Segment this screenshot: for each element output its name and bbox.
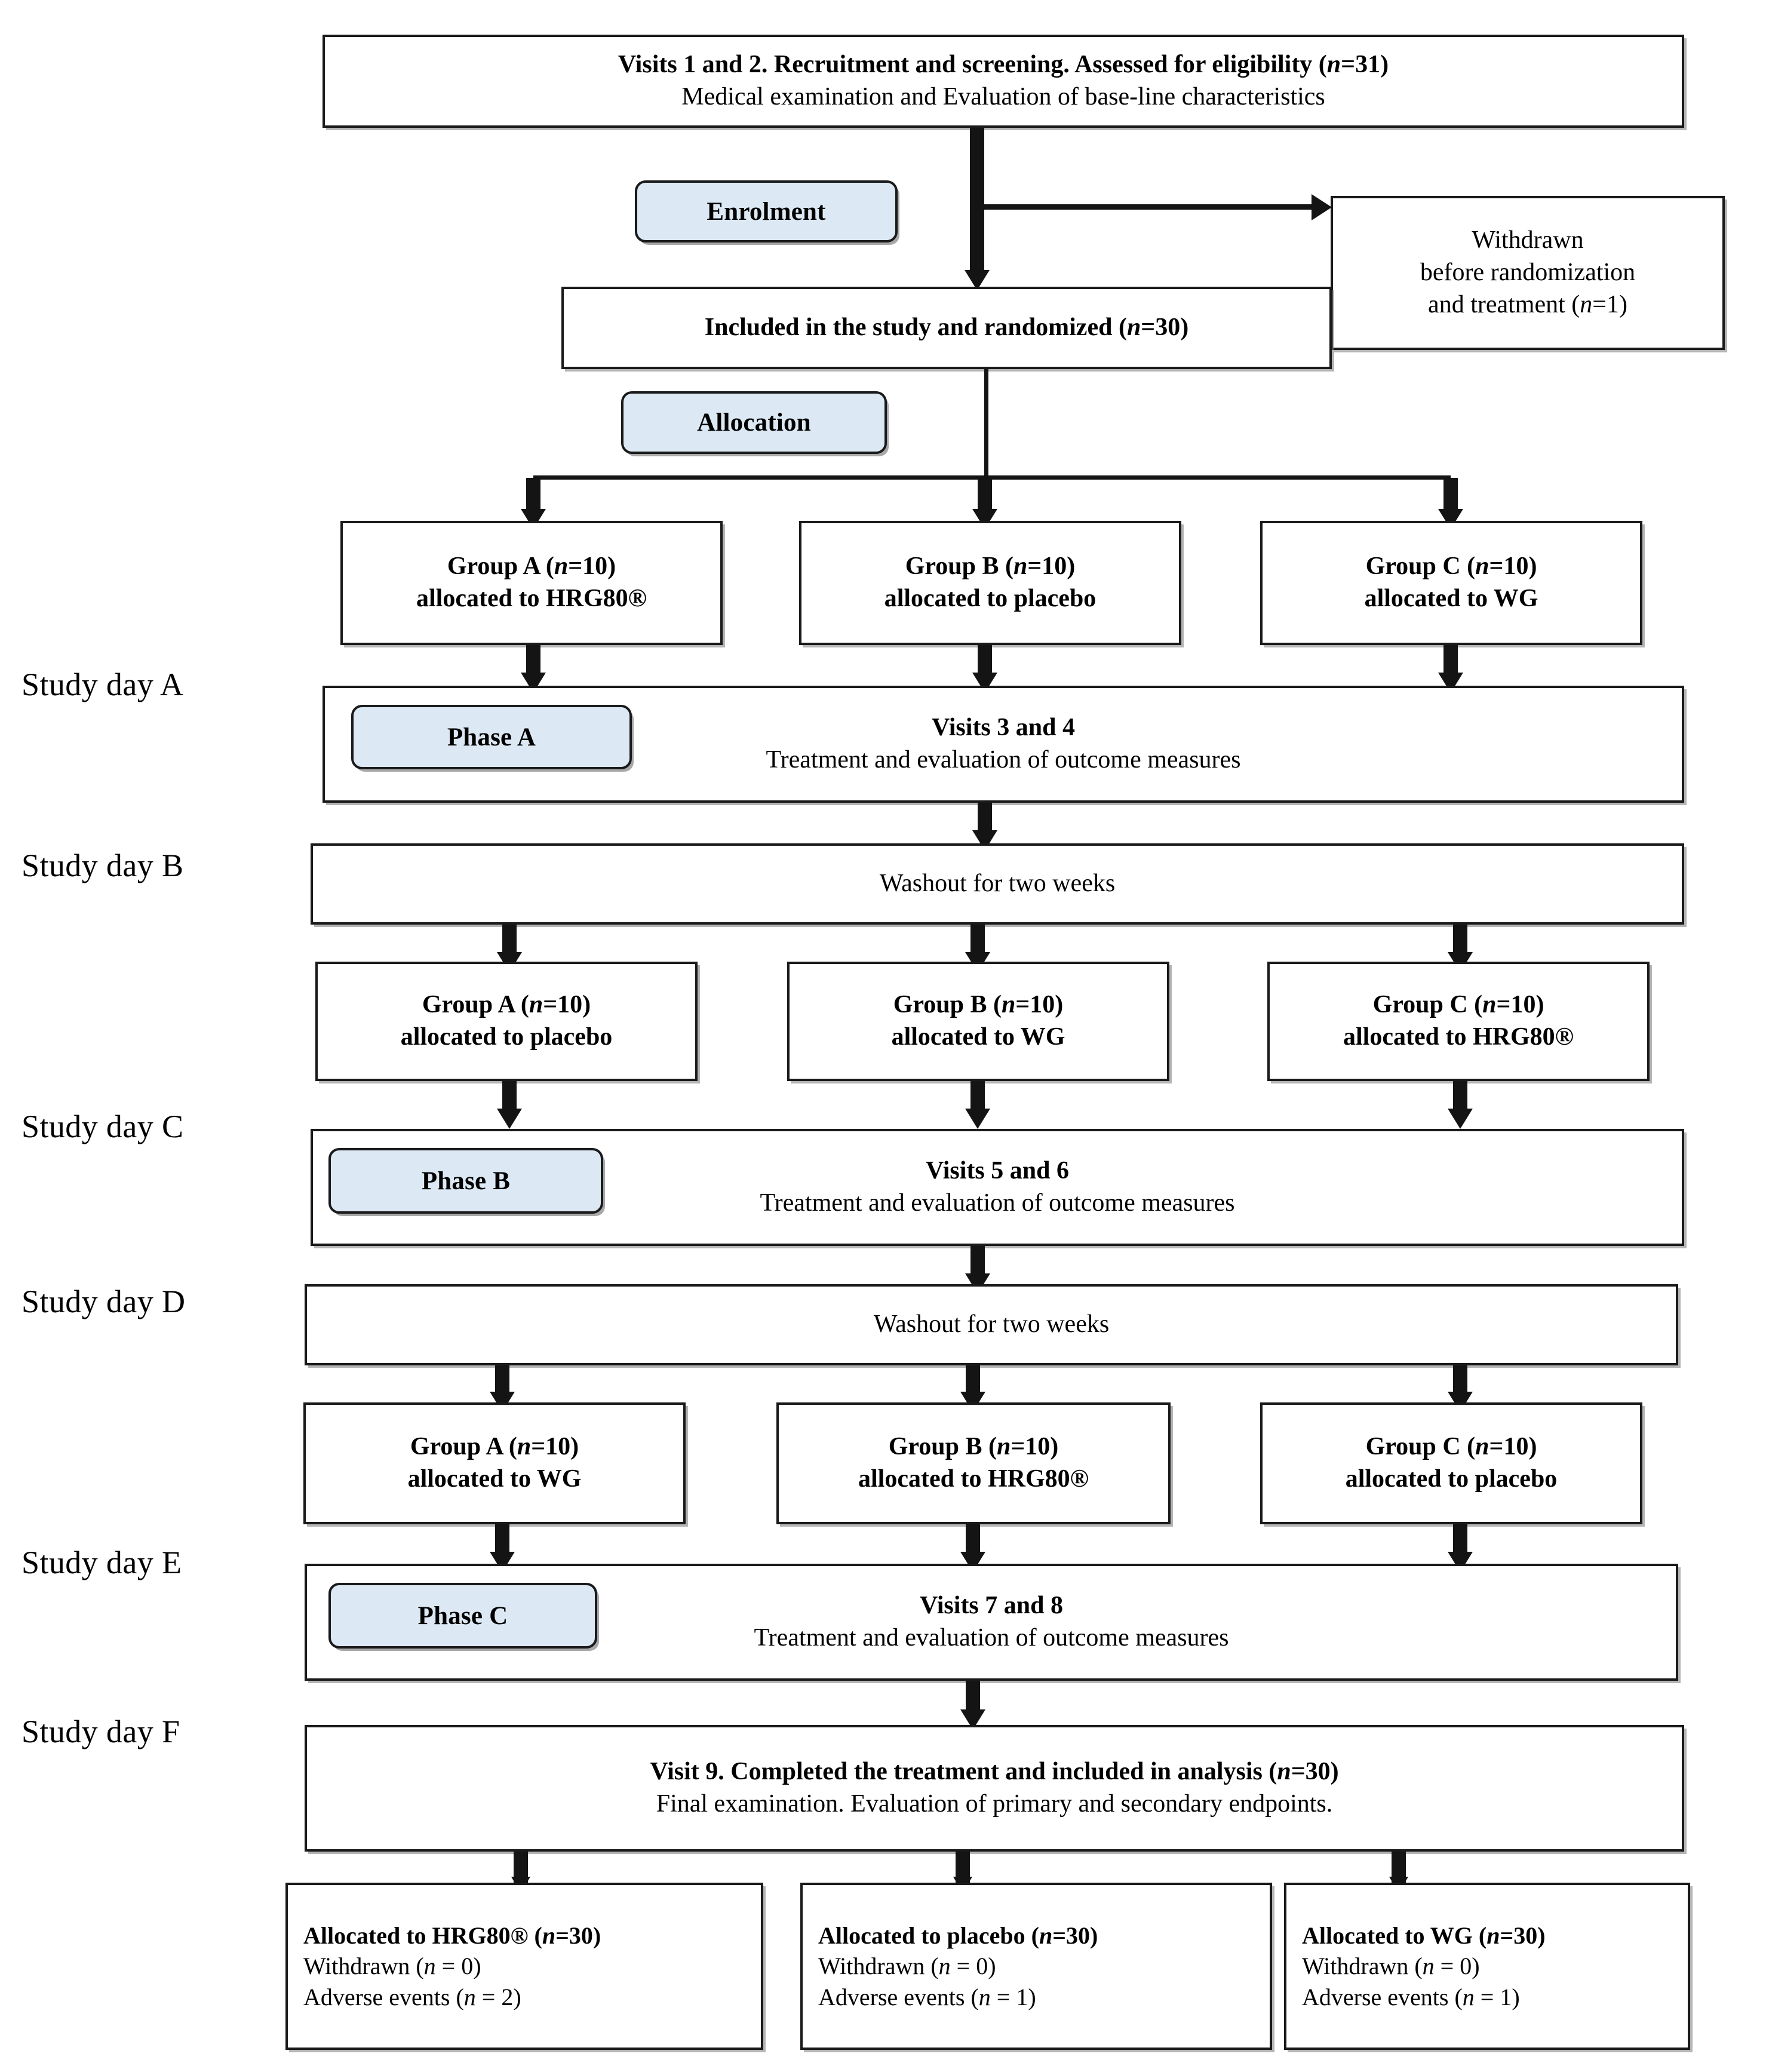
arrow-row2-a-head [497, 1109, 522, 1129]
phase-c-desc: Treatment and evaluation of outcome meas… [754, 1624, 1229, 1652]
group-title: Group A (n=10) [447, 552, 616, 581]
group-box-row1-a: Group A (n=10) allocated to HRG80® [340, 521, 723, 645]
day-label-f: Study day F [22, 1714, 180, 1749]
arrow-row2-b-head [965, 1109, 990, 1129]
outcome-adverse: Adverse events (n = 2) [303, 1983, 521, 2010]
randomized-box: Included in the study and randomized (n=… [561, 287, 1332, 369]
final-visit-line-1: Visit 9. Completed the treatment and inc… [650, 1758, 1339, 1786]
day-label-e: Study day E [22, 1545, 182, 1580]
outcome-title: Allocated to placebo (n=30) [818, 1922, 1098, 1950]
withdrawn-line-3: and treatment (n=1) [1428, 290, 1627, 318]
allocation-split-bus [533, 475, 1451, 480]
group-assignment: allocated to placebo [400, 1023, 613, 1051]
group-box-row3-c: Group C (n=10) allocated to placebo [1260, 1402, 1642, 1524]
screening-line-2: Medical examination and Evaluation of ba… [681, 83, 1325, 110]
outcome-title: Allocated to WG (n=30) [1302, 1922, 1546, 1950]
group-assignment: allocated to WG [891, 1023, 1065, 1051]
group-assignment: allocated to placebo [884, 585, 1097, 612]
final-visit-box: Visit 9. Completed the treatment and inc… [305, 1725, 1684, 1852]
outcome-box-hrg80: Allocated to HRG80® (n=30) Withdrawn (n … [285, 1883, 763, 2050]
screening-box: Visits 1 and 2. Recruitment and screenin… [323, 35, 1684, 128]
badge-phase-c: Phase C [328, 1583, 597, 1649]
arrow-alloc-a-shaft [526, 478, 540, 514]
group-box-row1-b: Group B (n=10) allocated to placebo [799, 521, 1181, 645]
group-title: Group C (n=10) [1365, 552, 1537, 581]
washout-1-text: Washout for two weeks [879, 870, 1116, 898]
group-assignment: allocated to WG [1364, 585, 1538, 612]
group-assignment: allocated to WG [407, 1465, 582, 1493]
arrow-head-to-withdrawn [1312, 194, 1332, 220]
day-label-b: Study day B [22, 848, 184, 883]
group-title: Group B (n=10) [888, 1433, 1059, 1461]
group-assignment: allocated to placebo [1345, 1465, 1558, 1493]
group-title: Group A (n=10) [422, 991, 591, 1019]
badge-phase-b: Phase B [328, 1148, 603, 1214]
group-box-row2-b: Group B (n=10) allocated to WG [787, 962, 1169, 1081]
badge-enrolment: Enrolment [635, 180, 898, 242]
phase-b-desc: Treatment and evaluation of outcome meas… [760, 1189, 1235, 1217]
randomized-text: Included in the study and randomized (n=… [704, 314, 1189, 342]
arrow-row2-c-head [1448, 1109, 1473, 1129]
phase-c-visits: Visits 7 and 8 [919, 1592, 1063, 1620]
screening-line-1: Visits 1 and 2. Recruitment and screenin… [618, 51, 1389, 79]
group-box-row2-c: Group C (n=10) allocated to HRG80® [1267, 962, 1650, 1081]
phase-a-desc: Treatment and evaluation of outcome meas… [766, 746, 1241, 773]
day-label-a: Study day A [22, 667, 184, 702]
group-assignment: allocated to HRG80® [1343, 1023, 1574, 1051]
group-title: Group B (n=10) [893, 991, 1064, 1019]
day-label-c: Study day C [22, 1109, 184, 1144]
outcome-adverse: Adverse events (n = 1) [1302, 1983, 1520, 2010]
outcome-adverse: Adverse events (n = 1) [818, 1983, 1036, 2010]
group-title: Group C (n=10) [1365, 1433, 1537, 1461]
group-assignment: allocated to HRG80® [858, 1465, 1089, 1493]
group-assignment: allocated to HRG80® [416, 585, 647, 612]
withdrawn-box: Withdrawn before randomization and treat… [1331, 196, 1725, 350]
outcome-title: Allocated to HRG80® (n=30) [303, 1922, 601, 1950]
outcome-withdrawn: Withdrawn (n = 0) [1302, 1953, 1480, 1980]
connector-to-withdrawn [984, 204, 1325, 210]
group-title: Group A (n=10) [410, 1433, 579, 1461]
arrow-screening-to-randomized-shaft [970, 128, 984, 278]
washout-2-row: Washout for two weeks [305, 1284, 1678, 1365]
phase-b-visits: Visits 5 and 6 [925, 1157, 1069, 1185]
arrow-alloc-b-shaft [978, 478, 992, 514]
arrow-alloc-c-shaft [1443, 478, 1458, 514]
washout-2-text: Washout for two weeks [873, 1310, 1110, 1339]
group-box-row1-c: Group C (n=10) allocated to WG [1260, 521, 1642, 645]
day-label-d: Study day D [22, 1284, 186, 1319]
group-title: Group B (n=10) [905, 552, 1076, 581]
badge-phase-a: Phase A [351, 705, 632, 769]
allocation-split-stem [984, 369, 988, 477]
group-box-row2-a: Group A (n=10) allocated to placebo [315, 962, 698, 1081]
badge-allocation: Allocation [621, 391, 887, 454]
group-box-row3-a: Group A (n=10) allocated to WG [303, 1402, 686, 1524]
withdrawn-line-1: Withdrawn [1472, 226, 1584, 254]
final-visit-line-2: Final examination. Evaluation of primary… [656, 1790, 1333, 1818]
outcome-withdrawn: Withdrawn (n = 0) [818, 1953, 996, 1980]
withdrawn-line-2: before randomization [1420, 259, 1636, 287]
group-title: Group C (n=10) [1372, 991, 1544, 1019]
outcome-box-placebo: Allocated to placebo (n=30) Withdrawn (n… [800, 1883, 1272, 2050]
outcome-withdrawn: Withdrawn (n = 0) [303, 1953, 481, 1980]
phase-a-visits: Visits 3 and 4 [931, 714, 1075, 742]
washout-1-row: Washout for two weeks [311, 843, 1684, 925]
group-box-row3-b: Group B (n=10) allocated to HRG80® [776, 1402, 1171, 1524]
outcome-box-wg: Allocated to WG (n=30) Withdrawn (n = 0)… [1284, 1883, 1690, 2050]
